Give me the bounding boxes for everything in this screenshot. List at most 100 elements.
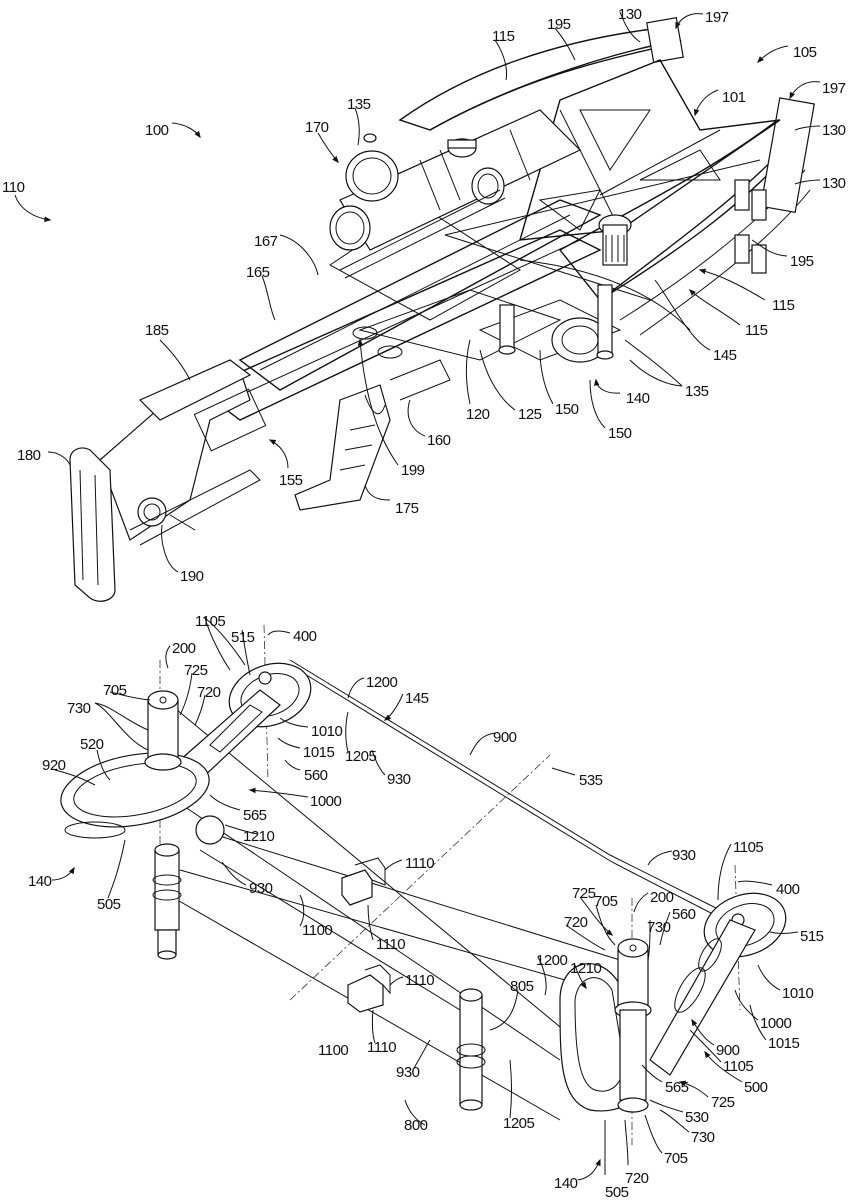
reference-numeral-725: 725 xyxy=(184,662,208,679)
reference-numeral-930: 930 xyxy=(672,847,696,864)
reference-numeral-1010: 1010 xyxy=(311,723,343,740)
reference-numeral-505: 505 xyxy=(97,896,121,913)
reference-numeral-520: 520 xyxy=(80,736,104,753)
reference-numeral-725: 725 xyxy=(572,885,596,902)
reference-numeral-400: 400 xyxy=(776,881,800,898)
upper-leader-lines xyxy=(14,11,821,573)
reference-numeral-130: 130 xyxy=(822,122,846,139)
reference-numeral-535: 535 xyxy=(579,772,603,789)
reference-numeral-160: 160 xyxy=(427,432,451,449)
reference-numeral-167: 167 xyxy=(254,233,278,250)
reference-numeral-1015: 1015 xyxy=(303,744,335,761)
reference-numeral-1105: 1105 xyxy=(733,839,763,856)
reference-numeral-930: 930 xyxy=(387,771,411,788)
reference-numeral-1200: 1200 xyxy=(366,674,398,691)
reference-numeral-930: 930 xyxy=(249,880,273,897)
pistol-grip xyxy=(294,359,451,511)
reference-numeral-125: 125 xyxy=(518,406,542,423)
reference-numeral-1000: 1000 xyxy=(760,1015,792,1032)
axis-535 xyxy=(289,754,551,1001)
scope xyxy=(329,109,582,251)
reference-numeral-720: 720 xyxy=(625,1170,649,1187)
reference-numeral-115: 115 xyxy=(745,322,768,339)
reference-numeral-730: 730 xyxy=(647,919,671,936)
reference-numeral-1110: 1110 xyxy=(405,855,434,872)
reference-numeral-1110: 1110 xyxy=(405,972,434,989)
reference-numeral-505: 505 xyxy=(605,1184,629,1200)
reference-numeral-165: 165 xyxy=(246,264,270,281)
reference-numeral-1000: 1000 xyxy=(310,793,342,810)
reference-numeral-1015: 1015 xyxy=(768,1035,800,1052)
reference-numeral-197: 197 xyxy=(822,80,846,97)
reference-numeral-500: 500 xyxy=(744,1079,768,1096)
reference-numeral-199: 199 xyxy=(401,462,425,479)
reference-numeral-140: 140 xyxy=(554,1175,578,1192)
lower-reference-labels: 200 200 400 400 505 505 515 515 520 530 535 560 560 5… xyxy=(28,613,824,1200)
reference-numeral-560: 560 xyxy=(672,906,696,923)
reference-numeral-1110: 1110 xyxy=(367,1039,396,1056)
reference-numeral-565: 565 xyxy=(243,807,267,824)
reference-numeral-155: 155 xyxy=(279,472,303,489)
reference-numeral-200: 200 xyxy=(172,640,196,657)
reference-numeral-1205: 1205 xyxy=(345,748,377,765)
stock xyxy=(69,359,267,602)
reference-numeral-140: 140 xyxy=(626,390,650,407)
reference-numeral-930: 930 xyxy=(396,1064,420,1081)
reference-numeral-190: 190 xyxy=(180,568,204,585)
reference-numeral-400: 400 xyxy=(293,628,317,645)
reference-numeral-900: 900 xyxy=(493,729,517,746)
reference-numeral-100: 100 xyxy=(145,122,169,139)
reference-numeral-135: 135 xyxy=(347,96,371,113)
reference-numeral-110: 110 xyxy=(2,179,25,196)
reference-numeral-1105: 1105 xyxy=(723,1058,753,1075)
reference-numeral-200: 200 xyxy=(650,889,674,906)
reference-numeral-900: 900 xyxy=(716,1042,740,1059)
crossbow-drawing: 1001051011101151151151201251301301301351… xyxy=(2,6,846,602)
reference-numeral-560: 560 xyxy=(304,767,328,784)
reference-numeral-135: 135 xyxy=(685,383,709,400)
reference-numeral-720: 720 xyxy=(564,914,588,931)
reference-numeral-130: 130 xyxy=(618,6,642,23)
reference-numeral-145: 145 xyxy=(713,347,737,364)
reference-numeral-105: 105 xyxy=(793,44,817,61)
reference-numeral-175: 175 xyxy=(395,500,419,517)
reference-numeral-515: 515 xyxy=(800,928,824,945)
reference-numeral-180: 180 xyxy=(17,447,41,464)
left-cam-assembly xyxy=(60,662,312,960)
reference-numeral-101: 101 xyxy=(722,89,746,106)
reference-numeral-115: 115 xyxy=(772,297,795,314)
reference-numeral-197: 197 xyxy=(705,9,729,26)
reference-numeral-565: 565 xyxy=(665,1079,689,1096)
reference-numeral-730: 730 xyxy=(691,1129,715,1146)
reference-numeral-1210: 1210 xyxy=(570,960,602,977)
reference-numeral-115: 115 xyxy=(492,28,515,45)
cable-guide-lower xyxy=(347,964,391,1013)
reference-numeral-145: 145 xyxy=(405,690,429,707)
reference-numeral-730: 730 xyxy=(67,700,91,717)
reference-numeral-705: 705 xyxy=(664,1150,688,1167)
reference-numeral-805: 805 xyxy=(510,978,534,995)
reference-numeral-1110: 1110 xyxy=(376,936,405,953)
reference-numeral-1105: 1105 xyxy=(195,613,225,630)
reference-numeral-170: 170 xyxy=(305,119,329,136)
reference-numeral-1205: 1205 xyxy=(503,1115,535,1132)
reference-numeral-185: 185 xyxy=(145,322,169,339)
reference-numeral-150: 150 xyxy=(555,401,579,418)
reference-numeral-150: 150 xyxy=(608,425,632,442)
reference-numeral-1200: 1200 xyxy=(536,952,568,969)
trigger xyxy=(364,394,386,415)
reference-numeral-705: 705 xyxy=(103,682,127,699)
cam-assembly-upper xyxy=(498,259,691,363)
reference-numeral-530: 530 xyxy=(685,1109,709,1126)
reference-numeral-195: 195 xyxy=(547,16,571,33)
reference-numeral-515: 515 xyxy=(231,629,255,646)
reference-numeral-1010: 1010 xyxy=(782,985,814,1002)
reference-numeral-140: 140 xyxy=(28,873,52,890)
reference-numeral-705: 705 xyxy=(594,893,618,910)
reference-numeral-725: 725 xyxy=(711,1094,735,1111)
lower-leader-lines xyxy=(51,617,799,1181)
reference-numeral-195: 195 xyxy=(790,253,814,270)
cable-guide-upper xyxy=(341,857,386,906)
